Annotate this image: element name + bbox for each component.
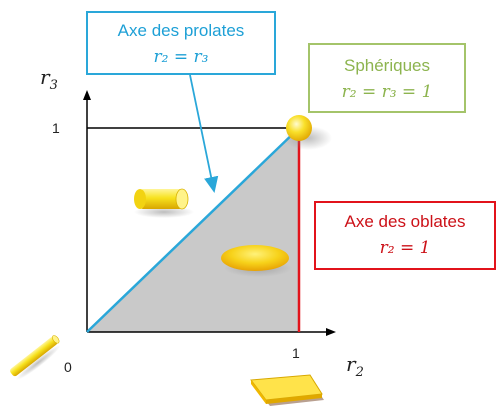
y-axis-label: r3 <box>40 65 58 93</box>
prolate-pointer-arrow <box>190 75 213 186</box>
spherical-title: Sphériques <box>310 55 464 77</box>
oblate-axis-formula: r₂ = 1 <box>316 237 494 259</box>
prolate-axis-title: Axe des prolates <box>88 20 274 42</box>
x-tick-one: 1 <box>292 345 300 361</box>
needle-icon <box>9 334 65 383</box>
y-axis-arrowhead <box>83 90 91 100</box>
x-axis-arrowhead <box>326 328 336 336</box>
oblate-axis-title: Axe des oblates <box>316 211 494 233</box>
flat-plate-icon <box>251 375 324 406</box>
prolate-rod-icon <box>134 189 194 218</box>
oblate-axis-box: Axe des oblates r₂ = 1 <box>314 201 496 270</box>
spherical-formula: r₂ = r₃ = 1 <box>310 81 464 103</box>
x-axis-label: r2 <box>346 352 364 380</box>
prolate-axis-box: Axe des prolates r₂ = r₃ <box>86 11 276 75</box>
oblate-disc-icon <box>221 245 292 277</box>
origin-tick-label: 0 <box>64 359 72 375</box>
prolate-axis-formula: r₂ = r₃ <box>88 46 274 68</box>
y-tick-one: 1 <box>52 120 60 136</box>
spherical-box: Sphériques r₂ = r₃ = 1 <box>308 43 466 113</box>
sphere-icon <box>284 115 332 150</box>
